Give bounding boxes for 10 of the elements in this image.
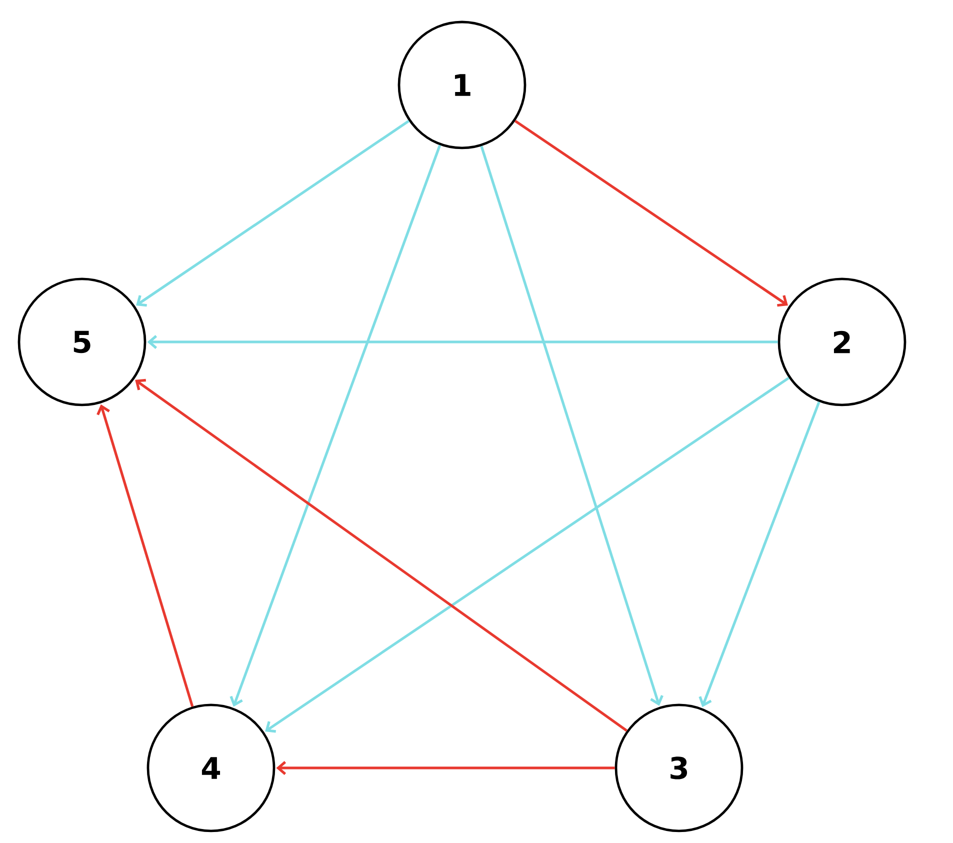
arrow: [147, 335, 778, 349]
arrow: [480, 146, 664, 706]
arrow: [514, 120, 788, 307]
arrow: [136, 120, 410, 307]
arrow: [230, 144, 442, 707]
arrow: [96, 404, 194, 707]
arrow: [135, 378, 628, 732]
arrow: [698, 401, 820, 708]
arrow: [276, 761, 615, 775]
arrow: [265, 376, 790, 733]
